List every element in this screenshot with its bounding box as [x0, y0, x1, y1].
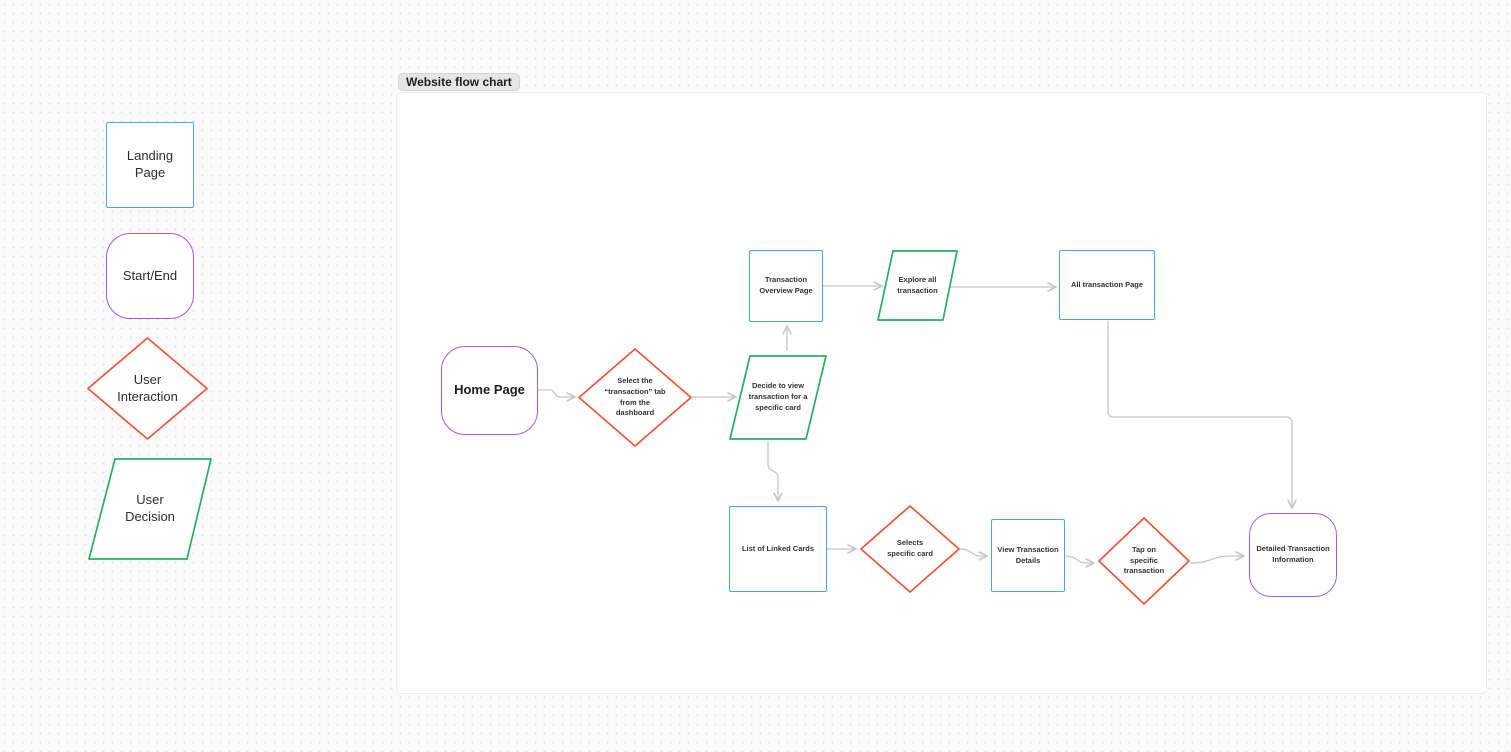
- node-label: All transaction Page: [1070, 279, 1144, 289]
- node-label: View Transaction Details: [997, 544, 1059, 565]
- parallelogram-shape: [88, 458, 212, 560]
- node-label: Selects specific card: [887, 538, 933, 558]
- rounded-shape: [106, 233, 194, 319]
- node-tap-specific-transaction[interactable]: Tap on specific transaction: [1098, 517, 1190, 605]
- legend-user-interaction[interactable]: User Interaction: [87, 337, 208, 440]
- diamond-shape: [87, 337, 208, 440]
- node-explore-all-transaction[interactable]: Explore all transaction: [877, 250, 958, 321]
- diamond-shape: [860, 505, 960, 593]
- node-all-transaction-page[interactable]: All transaction Page: [1059, 250, 1155, 320]
- parallelogram-shape: [729, 355, 827, 440]
- node-label: Detailed Transaction Information: [1256, 544, 1330, 564]
- node-label: Explore all transaction: [897, 274, 938, 295]
- node-transaction-overview-page[interactable]: Transaction Overview Page: [749, 250, 823, 322]
- rectangle-shape: [991, 519, 1065, 592]
- node-decide-view-specific-card[interactable]: Decide to view transaction for a specifi…: [729, 355, 827, 440]
- node-label: Decide to view transaction for a specifi…: [748, 381, 808, 412]
- legend-label: Start/End: [122, 267, 178, 283]
- rectangle-shape: [1059, 250, 1155, 320]
- node-label: List of Linked Cards: [741, 543, 815, 553]
- rectangle-shape: [749, 250, 823, 322]
- node-selects-specific-card[interactable]: Selects specific card: [860, 505, 960, 593]
- node-home-page[interactable]: Home Page: [441, 346, 538, 435]
- node-label: Home Page: [454, 382, 525, 398]
- parallelogram-shape: [877, 250, 958, 321]
- section-label[interactable]: Website flow chart: [398, 73, 520, 91]
- legend-user-decision[interactable]: User Decision: [88, 458, 212, 560]
- legend-start-end[interactable]: Start/End: [106, 233, 194, 319]
- rounded-shape: [441, 346, 538, 435]
- rounded-shape: [1249, 513, 1337, 597]
- node-select-transaction-tab[interactable]: Select the “transaction” tab from the da…: [578, 348, 692, 447]
- node-label: Tap on specific transaction: [1123, 544, 1165, 576]
- node-list-of-linked-cards[interactable]: List of Linked Cards: [729, 506, 827, 592]
- section-frame[interactable]: [396, 92, 1487, 694]
- diamond-shape: [578, 348, 692, 447]
- node-detailed-transaction-info[interactable]: Detailed Transaction Information: [1249, 513, 1337, 597]
- node-label: Transaction Overview Page: [759, 275, 813, 295]
- node-label: Select the “transaction” tab from the da…: [604, 375, 666, 418]
- legend-landing-page[interactable]: Landing Page: [106, 122, 194, 208]
- diamond-shape: [1098, 517, 1190, 605]
- node-view-transaction-details[interactable]: View Transaction Details: [991, 519, 1065, 592]
- legend-label: User Decision: [125, 492, 175, 524]
- rectangle-shape: [106, 122, 194, 208]
- legend-label: User Interaction: [117, 371, 178, 404]
- legend-label: Landing Page: [126, 148, 174, 180]
- rectangle-shape: [729, 506, 827, 592]
